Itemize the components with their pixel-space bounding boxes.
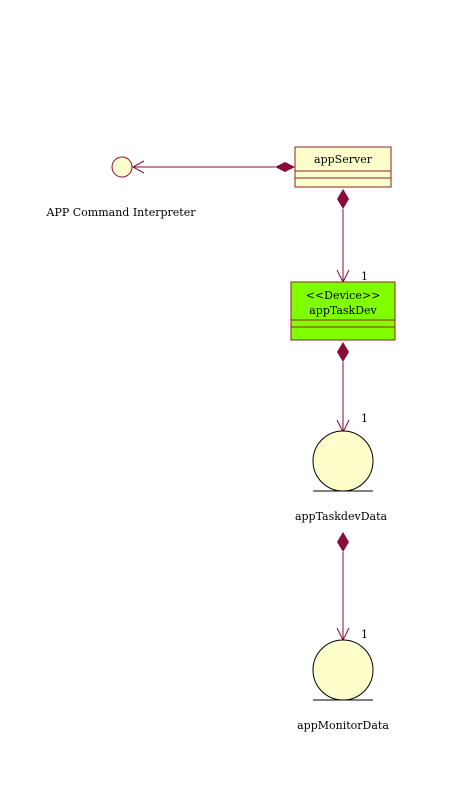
entity-circle-icon: [312, 430, 374, 492]
interface-label: APP Command Interpreter: [46, 206, 197, 219]
composition-taskdevdata-monitordata: 1: [336, 532, 368, 642]
multiplicity-label: 1: [361, 270, 368, 283]
entity-app-taskdev-data[interactable]: appTaskdevData: [295, 430, 388, 523]
class-name: appServer: [314, 153, 373, 166]
composition-server-interface: [131, 160, 295, 174]
multiplicity-label: 1: [361, 628, 368, 641]
entity-app-monitor-data[interactable]: appMonitorData: [297, 639, 389, 732]
class-app-task-dev[interactable]: <<Device>> appTaskDev: [290, 281, 396, 341]
class-box: [290, 281, 396, 341]
class-app-server[interactable]: appServer: [294, 146, 392, 188]
class-name: appTaskDev: [309, 304, 377, 317]
class-box: [294, 146, 392, 188]
composition-diamond-icon: [337, 342, 349, 362]
class-stereotype: <<Device>>: [306, 289, 381, 302]
composition-diamond-icon: [337, 532, 349, 552]
interface-circle-icon: [111, 156, 133, 178]
entity-name: appTaskdevData: [295, 510, 388, 523]
composition-taskdev-taskdevdata: 1: [336, 342, 368, 434]
multiplicity-label: 1: [361, 412, 368, 425]
interface-app-command-interpreter[interactable]: APP Command Interpreter: [46, 156, 197, 219]
composition-server-taskdev: 1: [336, 189, 368, 284]
arrowhead-icon: [131, 160, 145, 174]
composition-diamond-icon: [275, 162, 295, 172]
entity-circle-icon: [312, 639, 374, 701]
composition-diamond-icon: [337, 189, 349, 209]
entity-name: appMonitorData: [297, 719, 389, 732]
